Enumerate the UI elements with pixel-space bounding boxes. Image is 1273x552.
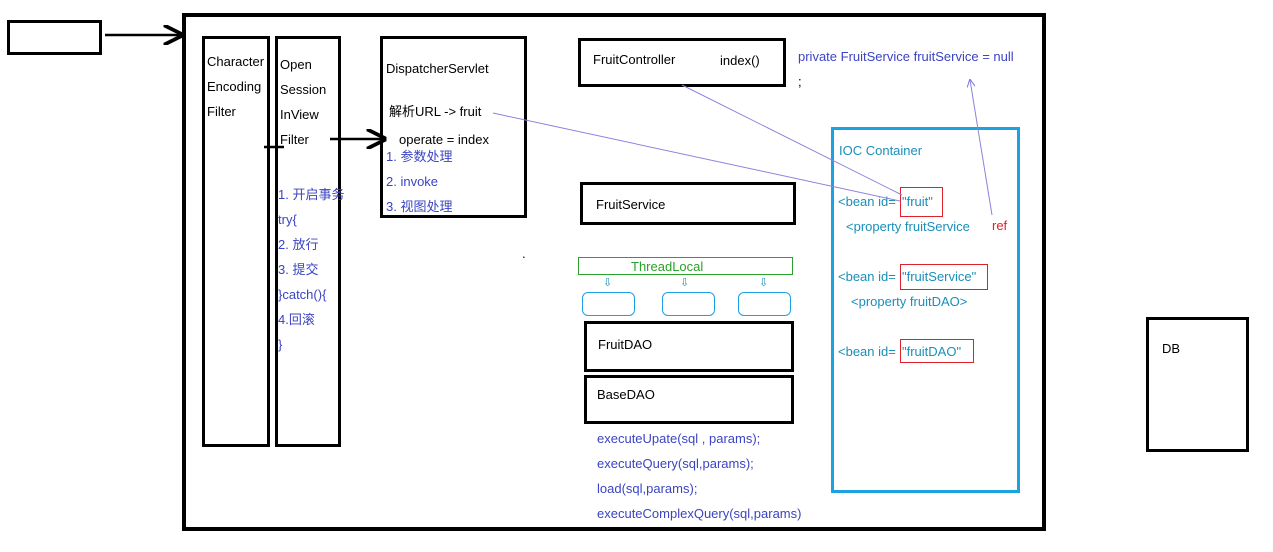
controller-to-bean-fruit-line <box>681 84 903 196</box>
thread-slot <box>582 292 635 316</box>
threadlocal-down-arrow-icon: ⇩ <box>680 277 690 289</box>
fruit-service-label: FruitService <box>596 197 666 212</box>
filter-label-line: Open <box>280 57 312 72</box>
controller-field-semicolon: ; <box>798 74 802 89</box>
base-dao-method: executeQuery(sql,params); <box>597 456 754 471</box>
ioc-container-title: IOC Container <box>839 143 923 158</box>
url-to-bean-fruit-line <box>492 112 901 202</box>
dispatcher-operate: operate = index <box>399 132 489 147</box>
db-label: DB <box>1162 341 1181 356</box>
fruit-controller-label: FruitController <box>593 52 676 67</box>
bean-fruit-service-id: "fruitService" <box>902 269 977 284</box>
base-dao-method: executeUpate(sql , params); <box>597 431 761 446</box>
base-dao-method: load(sql,params); <box>597 481 698 496</box>
transaction-step: } <box>278 337 283 352</box>
controller-field-declaration: private FruitService fruitService = null <box>798 49 1014 64</box>
bean-fruit-service-prefix: <bean id= <box>838 269 896 284</box>
filter-label-line: Filter <box>280 132 309 147</box>
threadlocal-bar <box>578 257 793 275</box>
threadlocal-down-arrow-icon: ⇩ <box>603 277 613 289</box>
base-dao-methods: executeUpate(sql , params); executeQuery… <box>597 426 801 526</box>
open-session-filter-label: Open Session InView Filter <box>280 52 326 152</box>
filter-label-line: InView <box>280 107 319 122</box>
dispatcher-title: DispatcherServlet <box>386 61 489 76</box>
character-encoding-filter-box <box>202 36 270 447</box>
transaction-step: try{ <box>278 212 297 227</box>
client-box <box>7 20 102 55</box>
fruit-dao-label: FruitDAO <box>598 337 653 352</box>
dispatcher-steps: 1. 参数处理 2. invoke 3. 视图处理 <box>386 144 452 219</box>
property-fruit-service: <property fruitService <box>846 219 970 234</box>
threadlocal-label: ThreadLocal <box>631 259 704 274</box>
ref-arrow <box>970 80 993 216</box>
server-container <box>182 13 1046 531</box>
base-dao-box <box>584 375 794 424</box>
property-fruit-dao: <property fruitDAO> <box>851 294 968 309</box>
transaction-step: 1. 开启事务 <box>278 187 345 202</box>
ref-label: ref <box>992 218 1008 233</box>
character-encoding-filter-label: Character Encoding Filter <box>207 49 264 124</box>
bean-fruit-id: "fruit" <box>902 194 933 209</box>
bean-fruit-prefix: <bean id= <box>838 194 896 209</box>
transaction-step: }catch(){ <box>278 287 327 302</box>
open-session-filter-box <box>275 36 341 447</box>
dispatcher-step: 2. invoke <box>386 174 439 189</box>
fruit-service-box <box>580 182 796 225</box>
fruit-controller-method: index() <box>720 53 760 68</box>
bean-fruit-dao-id-highlight <box>900 339 974 363</box>
base-dao-label: BaseDAO <box>597 387 655 402</box>
filter-label-line: Encoding <box>207 79 262 94</box>
base-dao-method: executeComplexQuery(sql,params) <box>597 506 802 521</box>
dispatcher-parse-url: 解析URL -> fruit <box>389 104 482 119</box>
dispatcher-step: 1. 参数处理 <box>386 149 453 164</box>
thread-slot <box>738 292 791 316</box>
bean-fruit-dao-prefix: <bean id= <box>838 344 896 359</box>
dispatcher-servlet-box <box>380 36 527 218</box>
transaction-step: 4.回滚 <box>278 312 315 327</box>
ioc-container-box <box>831 127 1020 493</box>
filter-label-line: Filter <box>207 104 236 119</box>
bean-fruit-id-highlight <box>900 187 943 217</box>
transaction-step: 2. 放行 <box>278 237 319 252</box>
bean-fruit-service-id-highlight <box>900 264 988 290</box>
transaction-steps: 1. 开启事务 try{ 2. 放行 3. 提交 }catch(){ 4.回滚 … <box>278 182 344 357</box>
threadlocal-down-arrow-icon: ⇩ <box>759 277 769 289</box>
fruit-dao-box <box>584 321 794 372</box>
db-box <box>1146 317 1249 452</box>
filter-label-line: Character <box>207 54 265 69</box>
thread-slot <box>662 292 715 316</box>
transaction-step: 3. 提交 <box>278 262 319 277</box>
stray-dot: . <box>522 246 526 261</box>
filter-label-line: Session <box>280 82 327 97</box>
bean-fruit-dao-id: "fruitDAO" <box>902 344 962 359</box>
dispatcher-step: 3. 视图处理 <box>386 199 453 214</box>
